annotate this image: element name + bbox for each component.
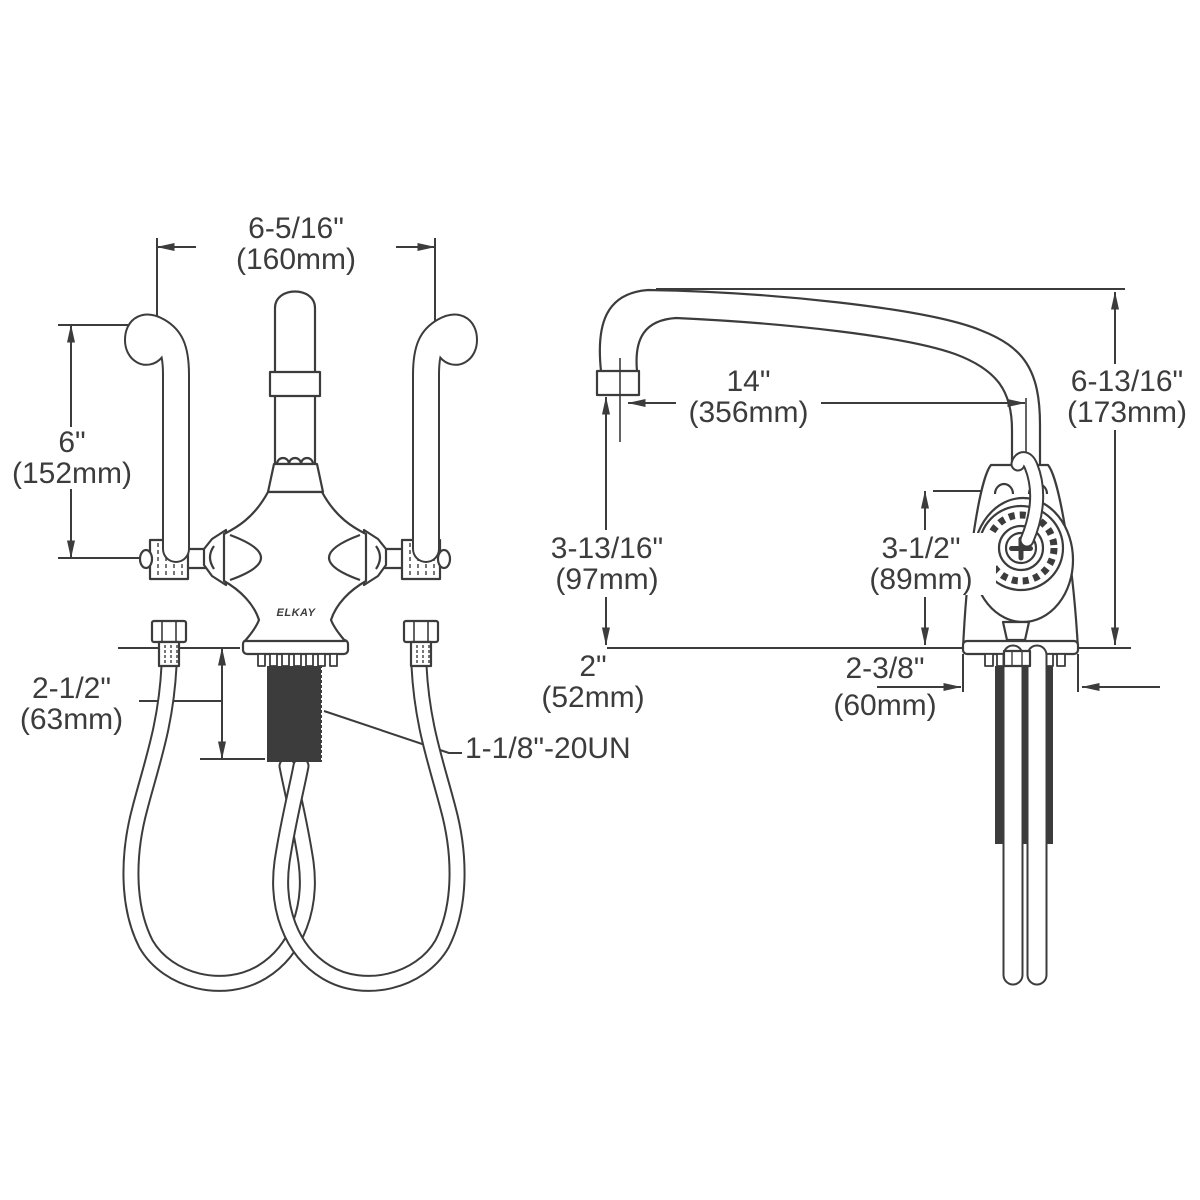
faucet-body-front — [222, 490, 368, 643]
body-left-arm-detail — [229, 533, 262, 582]
riser-bonnet-nut — [266, 462, 325, 494]
dim-overall-height-mm: (173mm) — [1066, 396, 1187, 429]
dim-label-base-width: 2-3/8" (60mm) — [815, 653, 955, 721]
dim-spread-inches: 6-5/16" — [248, 212, 344, 245]
thread-callout-leader — [323, 710, 462, 754]
dim-outlet-offset-inches: 2" — [579, 650, 607, 683]
right-wristblade-handle — [412, 313, 478, 563]
dim-outlet-offset-mm: (52mm) — [541, 681, 645, 714]
left-valve-bonnet — [202, 528, 228, 587]
dim-outlet-height-inches: 3-13/16" — [550, 532, 664, 565]
dim-base-width-mm: (60mm) — [833, 689, 937, 722]
thread-callout-label: 1-1/8"-20UN — [465, 732, 631, 765]
dim-body-height-mm: (89mm) — [869, 563, 973, 596]
dim-label-spout-reach: 14" (356mm) — [676, 366, 821, 428]
dim-spout-reach-mm: (356mm) — [688, 396, 809, 429]
dim-label-outlet-offset: 2" (52mm) — [523, 651, 663, 713]
valve-cover-tab — [1001, 620, 1031, 642]
dim-base-width-lines — [877, 654, 1160, 692]
riser-collar — [268, 370, 322, 398]
dim-handle-height-mm: (152mm) — [11, 457, 132, 490]
dim-base-width-inches: 2-3/8" — [845, 652, 925, 685]
dim-label-overall-height: 6-13/16" (173mm) — [1056, 366, 1198, 428]
dim-overall-height-inches: 6-13/16" — [1070, 365, 1184, 398]
dim-spout-reach-inches: 14" — [726, 365, 771, 398]
aerator — [595, 369, 641, 397]
dim-shank-mm: (63mm) — [19, 703, 124, 736]
dim-label-handle-height: 6" (152mm) — [2, 427, 142, 489]
spout-side — [595, 288, 1042, 465]
lever-handle-side — [1010, 451, 1045, 548]
serrated-ring-front — [257, 653, 338, 667]
front-view-drawing — [58, 238, 478, 992]
dim-spread-mm: (160mm) — [235, 243, 356, 276]
body-right-arm-detail — [328, 533, 361, 582]
left-supply-nut — [150, 619, 188, 668]
dim-shank-inches: 2-1/2" — [31, 672, 112, 705]
dim-outlet-height-mm: (97mm) — [555, 563, 659, 596]
brand-logo: ELKAY — [276, 607, 316, 619]
tube-hex-nut — [1002, 649, 1032, 668]
dim-label-spread: 6-5/16" (160mm) — [196, 213, 396, 275]
side-view-drawing — [595, 288, 1160, 986]
threaded-shank-front — [267, 666, 322, 762]
right-supply-nut — [402, 619, 440, 668]
dim-label-outlet-height: 3-13/16" (97mm) — [532, 533, 682, 595]
dim-label-body-height: 3-1/2" (89mm) — [846, 533, 996, 595]
right-valve-bonnet — [362, 528, 388, 587]
dim-shank-lines — [118, 647, 265, 760]
dim-handle-height-inches: 6" — [58, 426, 86, 459]
dim-overall-height-lines — [656, 288, 1125, 646]
supply-hoses-front — [122, 657, 466, 992]
supply-tubes-side — [1002, 644, 1048, 986]
dim-body-height-inches: 3-1/2" — [881, 532, 961, 565]
dim-label-shank-length: 2-1/2" (63mm) — [4, 673, 139, 735]
left-wristblade-handle — [124, 313, 190, 563]
